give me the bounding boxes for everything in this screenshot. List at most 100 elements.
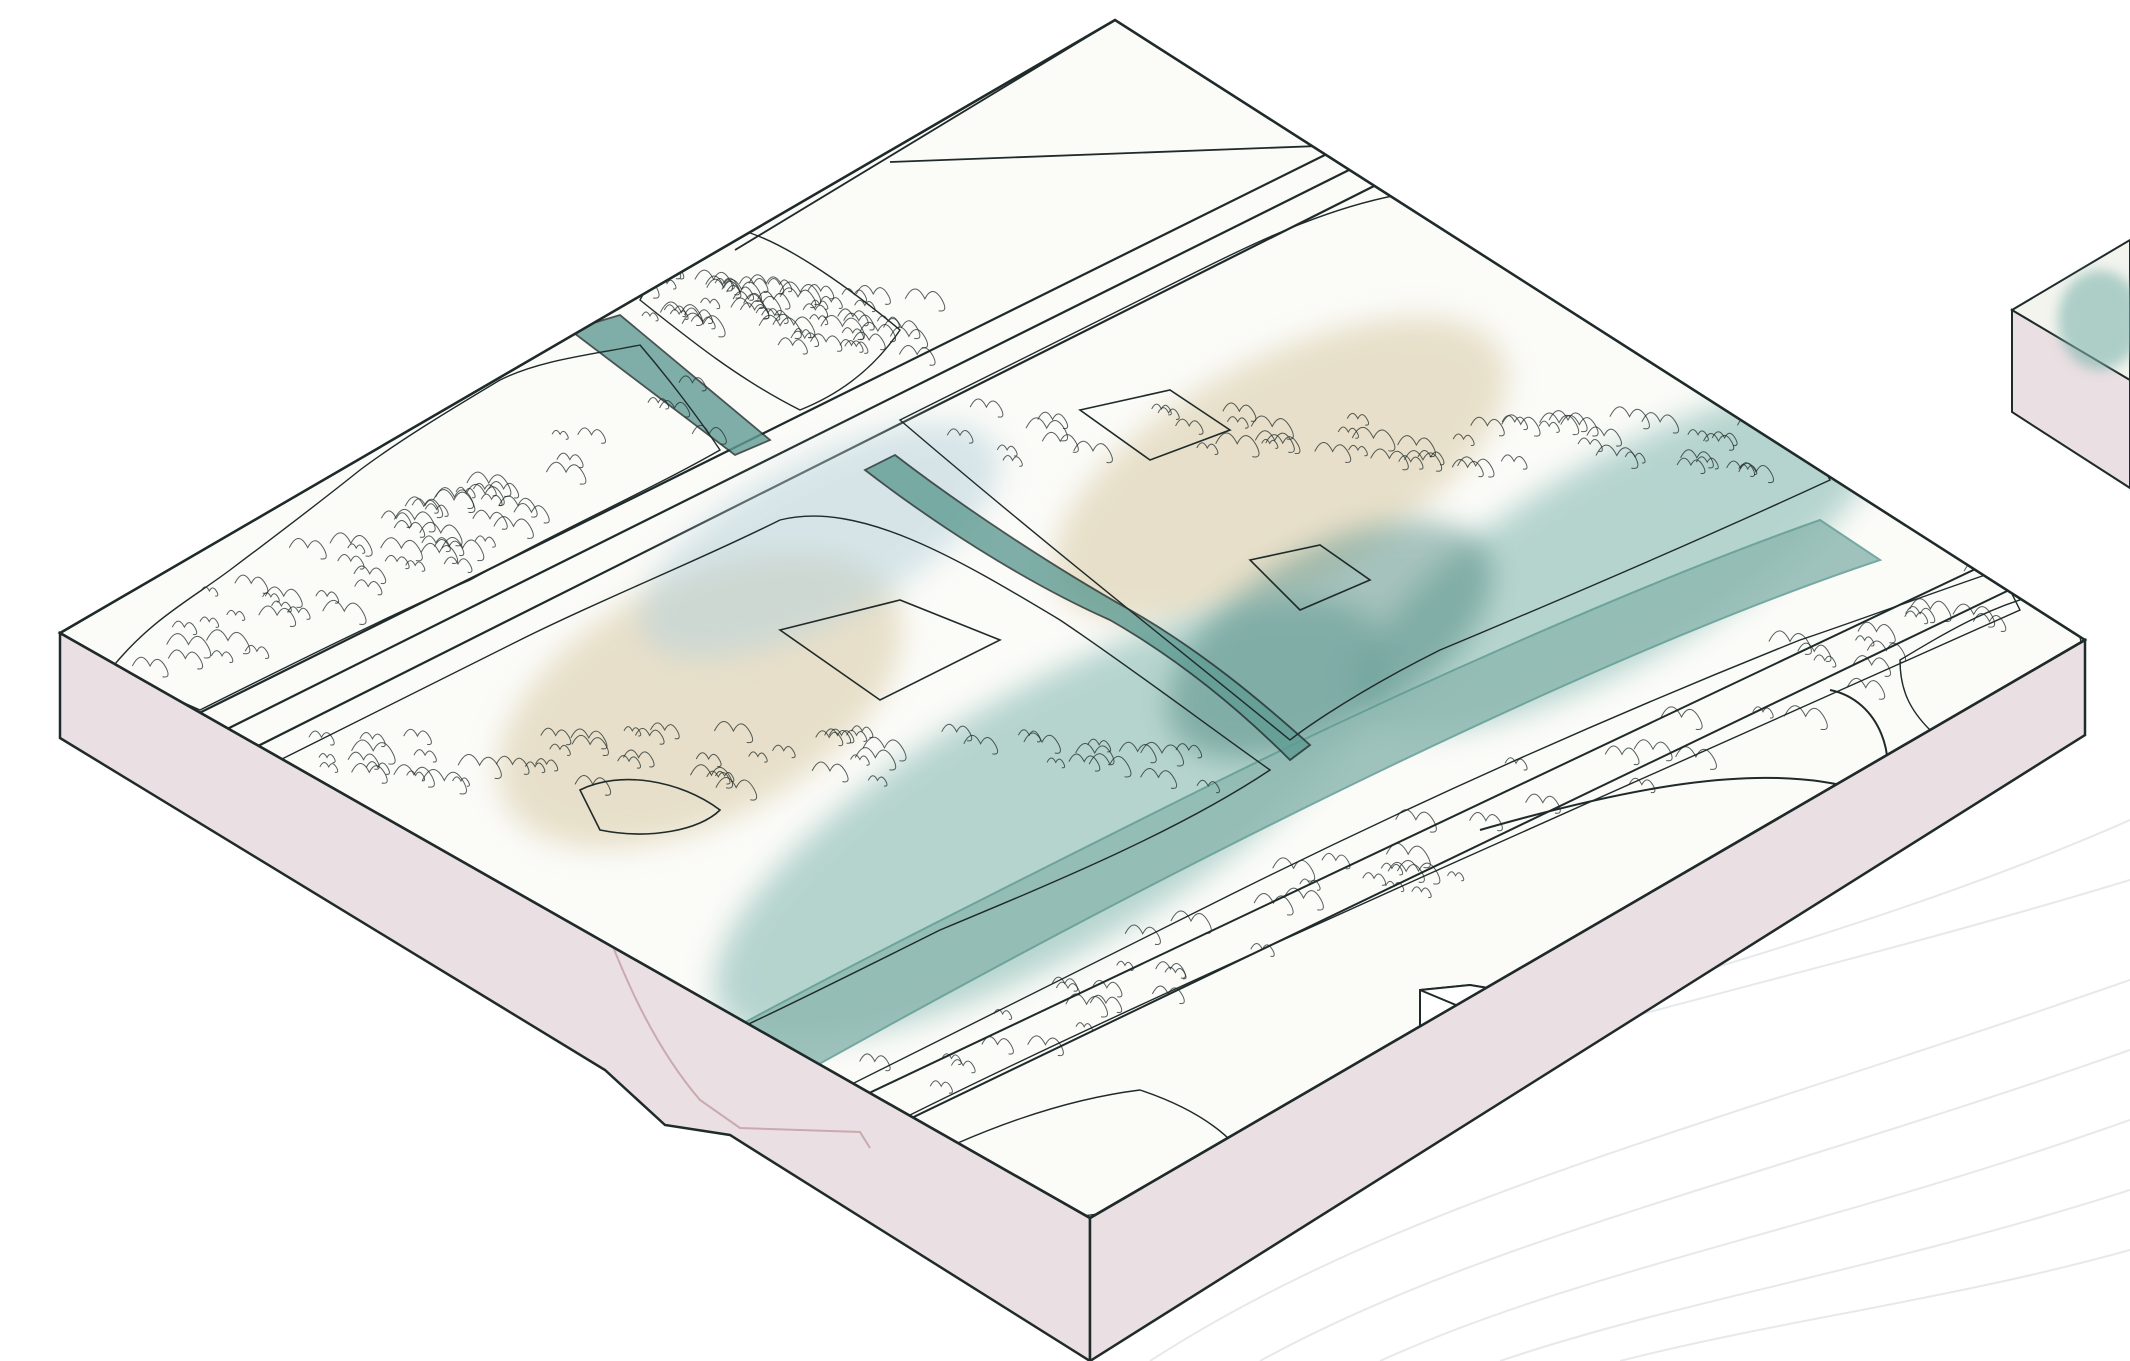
tree-scribble: [574, 775, 612, 796]
tree-scribble: [622, 749, 655, 768]
tree-scribble: [535, 758, 559, 772]
tree-scribble: [690, 764, 734, 789]
tree-scribble: [1452, 433, 1475, 447]
tree-scribble: [843, 312, 875, 331]
tree-scribble: [577, 427, 607, 444]
tree-scribble: [337, 554, 365, 570]
tree-scribble: [649, 722, 680, 740]
tree-scribble: [1726, 460, 1756, 477]
tree-scribble: [681, 312, 726, 338]
tree-scribble: [859, 321, 897, 343]
tree-scribble: [1660, 706, 1703, 731]
tree-scribble: [1196, 779, 1220, 794]
tree-scribble: [1337, 426, 1359, 439]
tree-scribble: [1680, 449, 1714, 469]
foliage-texture: [131, 257, 2007, 1145]
tree-scribble: [807, 284, 835, 300]
tree-scribble: [904, 288, 946, 312]
tree-scribble: [1675, 746, 1717, 770]
tree-scribble: [571, 734, 609, 757]
tree-scribble: [264, 586, 303, 608]
tree-scribble: [841, 327, 865, 340]
upper-stream: [568, 313, 772, 457]
tree-scribble: [1215, 432, 1260, 458]
tree-scribble: [1695, 456, 1719, 470]
tree-scribble: [443, 556, 473, 573]
tree-scribble: [1196, 442, 1219, 455]
tree-scribble: [498, 495, 538, 518]
tree-scribble: [359, 732, 386, 748]
tree-scribble: [424, 503, 449, 517]
tree-scribble: [715, 777, 758, 801]
tree-scribble: [1041, 431, 1079, 453]
tree-scribble: [244, 644, 270, 659]
tree-scribble: [1023, 732, 1061, 754]
tree-scribble: [1175, 418, 1204, 435]
tree-scribble: [1952, 603, 1996, 628]
tree-scribble: [1151, 985, 1185, 1005]
tree-scribble: [1609, 406, 1650, 430]
tree-scribble: [1385, 880, 1405, 892]
tree-scribble: [1037, 411, 1069, 430]
tree-scribble: [524, 761, 546, 774]
tree-scribble: [380, 537, 423, 562]
tributary-stream: [863, 453, 1312, 762]
tree-scribble: [854, 299, 876, 313]
tree-scribble: [466, 471, 512, 497]
tree-scribble: [1222, 402, 1257, 422]
tree-scribble: [1807, 427, 1830, 441]
tree-scribble: [1314, 442, 1352, 463]
tree-scribble: [1370, 448, 1409, 471]
tree-scribble: [714, 277, 735, 290]
tree-scribble: [1783, 705, 1828, 731]
tree-scribble: [495, 755, 530, 775]
tree-scribble: [1226, 416, 1249, 429]
tree-scribble: [969, 398, 1004, 418]
tree-scribble: [166, 633, 212, 659]
tree-scribble: [1065, 993, 1109, 1018]
tree-scribble: [308, 730, 335, 746]
tree-scribble: [1676, 457, 1706, 475]
tree-scribble: [841, 287, 868, 303]
tree-scribble: [441, 536, 485, 562]
tree-scribble: [1272, 857, 1316, 882]
tree-scribble: [1075, 742, 1115, 766]
tree-scribble: [421, 535, 451, 553]
tree-scribble: [1586, 426, 1622, 447]
tree-scribble: [1396, 860, 1441, 885]
tree-scribble: [1711, 431, 1738, 447]
tree-scribble: [1855, 635, 1875, 647]
tree-scribble: [1046, 757, 1066, 769]
tree-scribble: [1500, 454, 1528, 470]
tree-scribble: [1560, 414, 1599, 437]
tree-scribble: [851, 725, 874, 739]
tree-scribble: [488, 481, 520, 499]
tree-scribble: [647, 396, 670, 410]
tree-scribble: [1068, 753, 1101, 772]
tree-scribble: [941, 1053, 962, 1065]
tree-scribble: [772, 744, 796, 759]
tree-scribble: [1002, 455, 1023, 467]
tree-scribble: [200, 586, 219, 597]
tree-scribble: [1447, 871, 1465, 882]
tree-scribble: [1073, 440, 1113, 464]
tree-scribble: [434, 538, 465, 557]
tree-scribble: [380, 510, 412, 528]
tree-scribble: [1797, 642, 1832, 662]
tree-scribble: [739, 302, 770, 320]
tree-scribble: [1417, 449, 1445, 466]
tree-scribble: [839, 339, 864, 353]
tree-scribble: [351, 739, 396, 765]
tree-scribble: [1151, 403, 1172, 416]
tree-scribble: [1538, 420, 1560, 433]
tree-scribble: [809, 314, 829, 326]
tree-scribble: [777, 337, 808, 355]
tree-scribble: [946, 428, 974, 444]
tree-scribble: [205, 629, 251, 655]
tree-scribble: [748, 274, 785, 295]
block-outline: [57, 18, 2088, 1220]
tree-scribble: [1624, 451, 1646, 464]
tree-scribble: [1904, 610, 1929, 625]
tree-scribble: [1972, 613, 2007, 633]
